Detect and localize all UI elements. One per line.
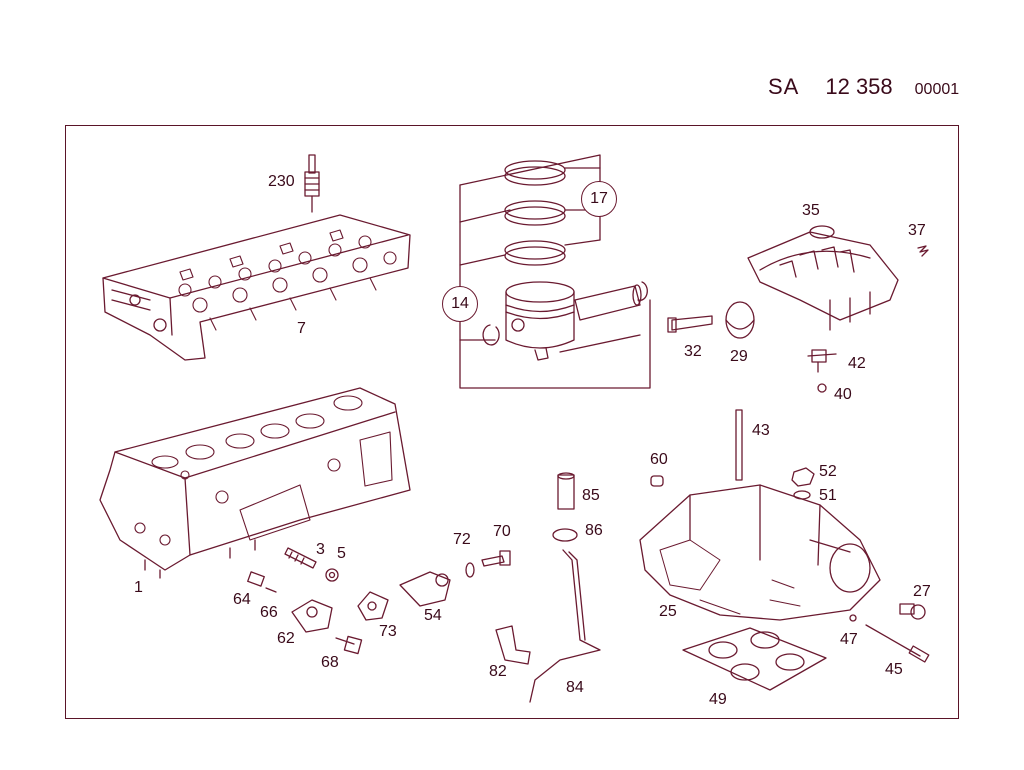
washer-72-drawing <box>465 562 475 578</box>
label-29: 29 <box>730 348 748 365</box>
label-27: 27 <box>913 583 931 600</box>
label-47: 47 <box>840 631 858 648</box>
dipstick-tube-84-drawing <box>529 549 601 703</box>
cap-29-drawing <box>725 301 755 339</box>
label-230: 230 <box>268 173 295 190</box>
spark-plug-drawing <box>304 154 320 213</box>
label-54: 54 <box>424 607 442 624</box>
label-60: 60 <box>650 451 668 468</box>
gasket-49-drawing <box>682 627 827 691</box>
washer-51-drawing <box>793 490 811 500</box>
label-42: 42 <box>848 355 866 372</box>
piston-drawing <box>505 281 575 361</box>
drawing-frame <box>65 125 959 719</box>
label-85: 85 <box>582 487 600 504</box>
piston-pin-drawing <box>574 284 642 321</box>
nut-52-drawing <box>791 467 815 487</box>
label-37: 37 <box>908 222 926 239</box>
label-66: 66 <box>260 604 278 621</box>
callout-14: 14 <box>442 286 478 322</box>
sheet-number: 00001 <box>914 81 960 98</box>
bolt-70-drawing <box>481 550 511 567</box>
label-64: 64 <box>233 591 251 608</box>
circlips-drawing <box>482 281 648 346</box>
pin-66-drawing <box>265 587 277 593</box>
label-43: 43 <box>752 422 770 439</box>
label-82: 82 <box>489 663 507 680</box>
label-7: 7 <box>297 320 306 337</box>
label-84: 84 <box>566 679 584 696</box>
label-5: 5 <box>337 545 346 562</box>
label-72: 72 <box>453 531 471 548</box>
needle-45-drawing <box>865 624 930 663</box>
label-1: 1 <box>134 579 143 596</box>
tube-85-drawing <box>557 472 575 510</box>
label-62: 62 <box>277 630 295 647</box>
nut-40-drawing <box>817 383 827 393</box>
callout-17: 17 <box>581 181 617 217</box>
drawing-code: SA <box>768 74 800 99</box>
label-86: 86 <box>585 522 603 539</box>
fitting-42-drawing <box>807 349 837 373</box>
carb-upper-drawing <box>747 225 899 331</box>
label-3: 3 <box>316 541 325 558</box>
label-51: 51 <box>819 487 837 504</box>
label-25: 25 <box>659 603 677 620</box>
fitting-82-drawing <box>495 625 531 665</box>
bracket-62-drawing <box>291 599 333 633</box>
thermostat-54-drawing <box>399 571 451 607</box>
engine-block-drawing <box>99 387 411 579</box>
clip-86-drawing <box>552 528 578 542</box>
stud-3-drawing <box>284 547 317 569</box>
label-49: 49 <box>709 691 727 708</box>
screw-32-drawing <box>667 315 713 333</box>
label-35: 35 <box>802 202 820 219</box>
drawing-header: SA 12 358 00001 <box>768 74 959 100</box>
label-45: 45 <box>885 661 903 678</box>
label-70: 70 <box>493 523 511 540</box>
bolt-68-drawing <box>335 635 363 655</box>
drawing-number: 12 358 <box>825 74 893 99</box>
label-32: 32 <box>684 343 702 360</box>
cylinder-head-drawing <box>102 214 411 361</box>
piston-set-bracket <box>459 154 651 389</box>
ball-47-drawing <box>849 614 857 622</box>
sleeve-64-drawing <box>247 571 265 587</box>
screw-27-drawing <box>899 603 926 620</box>
piston-rings-drawing <box>504 160 566 266</box>
nut-5-drawing <box>325 568 339 582</box>
gasket-73-drawing <box>357 591 389 621</box>
label-52: 52 <box>819 463 837 480</box>
label-73: 73 <box>379 623 397 640</box>
small-spring-drawing <box>917 245 929 257</box>
label-68: 68 <box>321 654 339 671</box>
jet-60-drawing <box>650 475 664 487</box>
label-40: 40 <box>834 386 852 403</box>
carburettor-drawing <box>639 409 881 621</box>
